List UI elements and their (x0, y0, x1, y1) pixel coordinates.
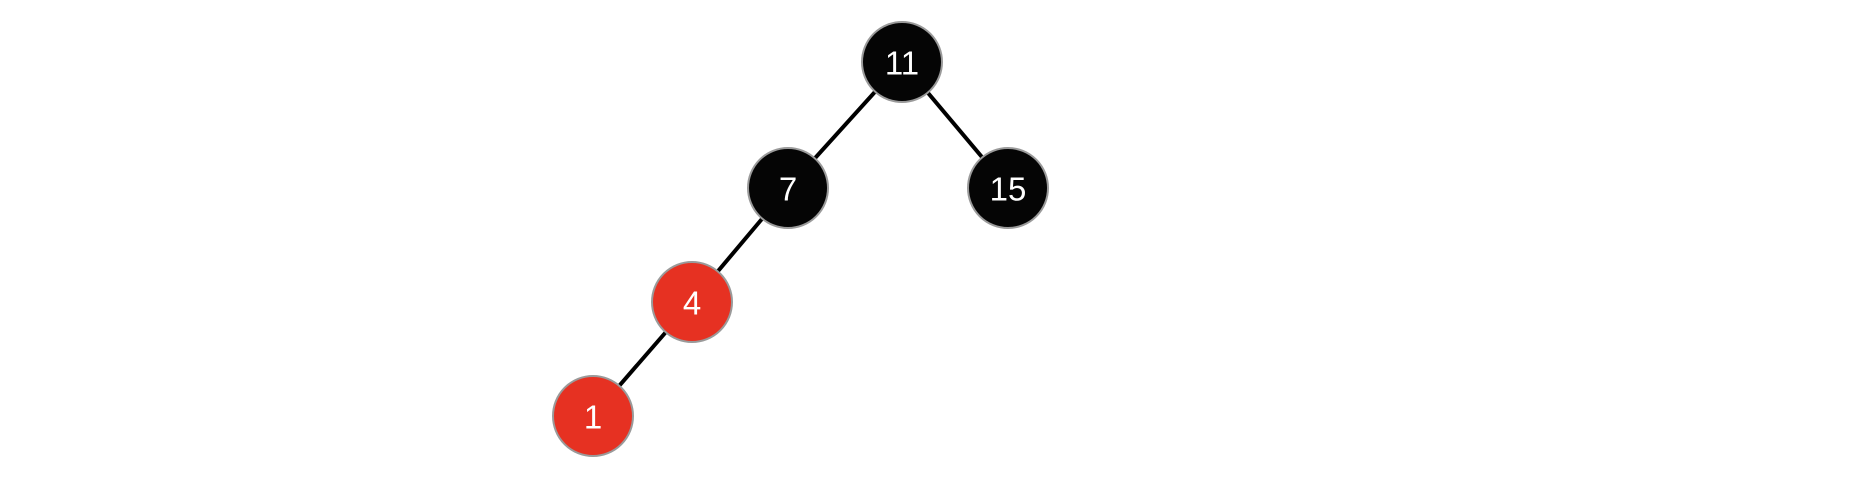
tree-node-circle[interactable] (747, 147, 829, 229)
tree-node-label: 4 (683, 285, 701, 322)
tree-node-label: 11 (885, 45, 919, 82)
tree-node-label: 7 (779, 171, 797, 208)
tree-node-label: 1 (584, 399, 602, 436)
tree-node-circle[interactable] (861, 21, 943, 103)
tree-node[interactable]: 1 (552, 375, 634, 457)
tree-node-circle[interactable] (967, 147, 1049, 229)
tree-node-label: 15 (990, 171, 1027, 208)
tree-node[interactable]: 15 (967, 147, 1049, 229)
tree-node[interactable]: 11 (861, 21, 943, 103)
node-layer: 11 7 15 4 1 (552, 21, 1049, 457)
tree-node[interactable]: 7 (747, 147, 829, 229)
edge-layer (591, 60, 1010, 418)
tree-node-circle[interactable] (651, 261, 733, 343)
tree-node[interactable]: 4 (651, 261, 733, 343)
tree-node-circle[interactable] (552, 375, 634, 457)
